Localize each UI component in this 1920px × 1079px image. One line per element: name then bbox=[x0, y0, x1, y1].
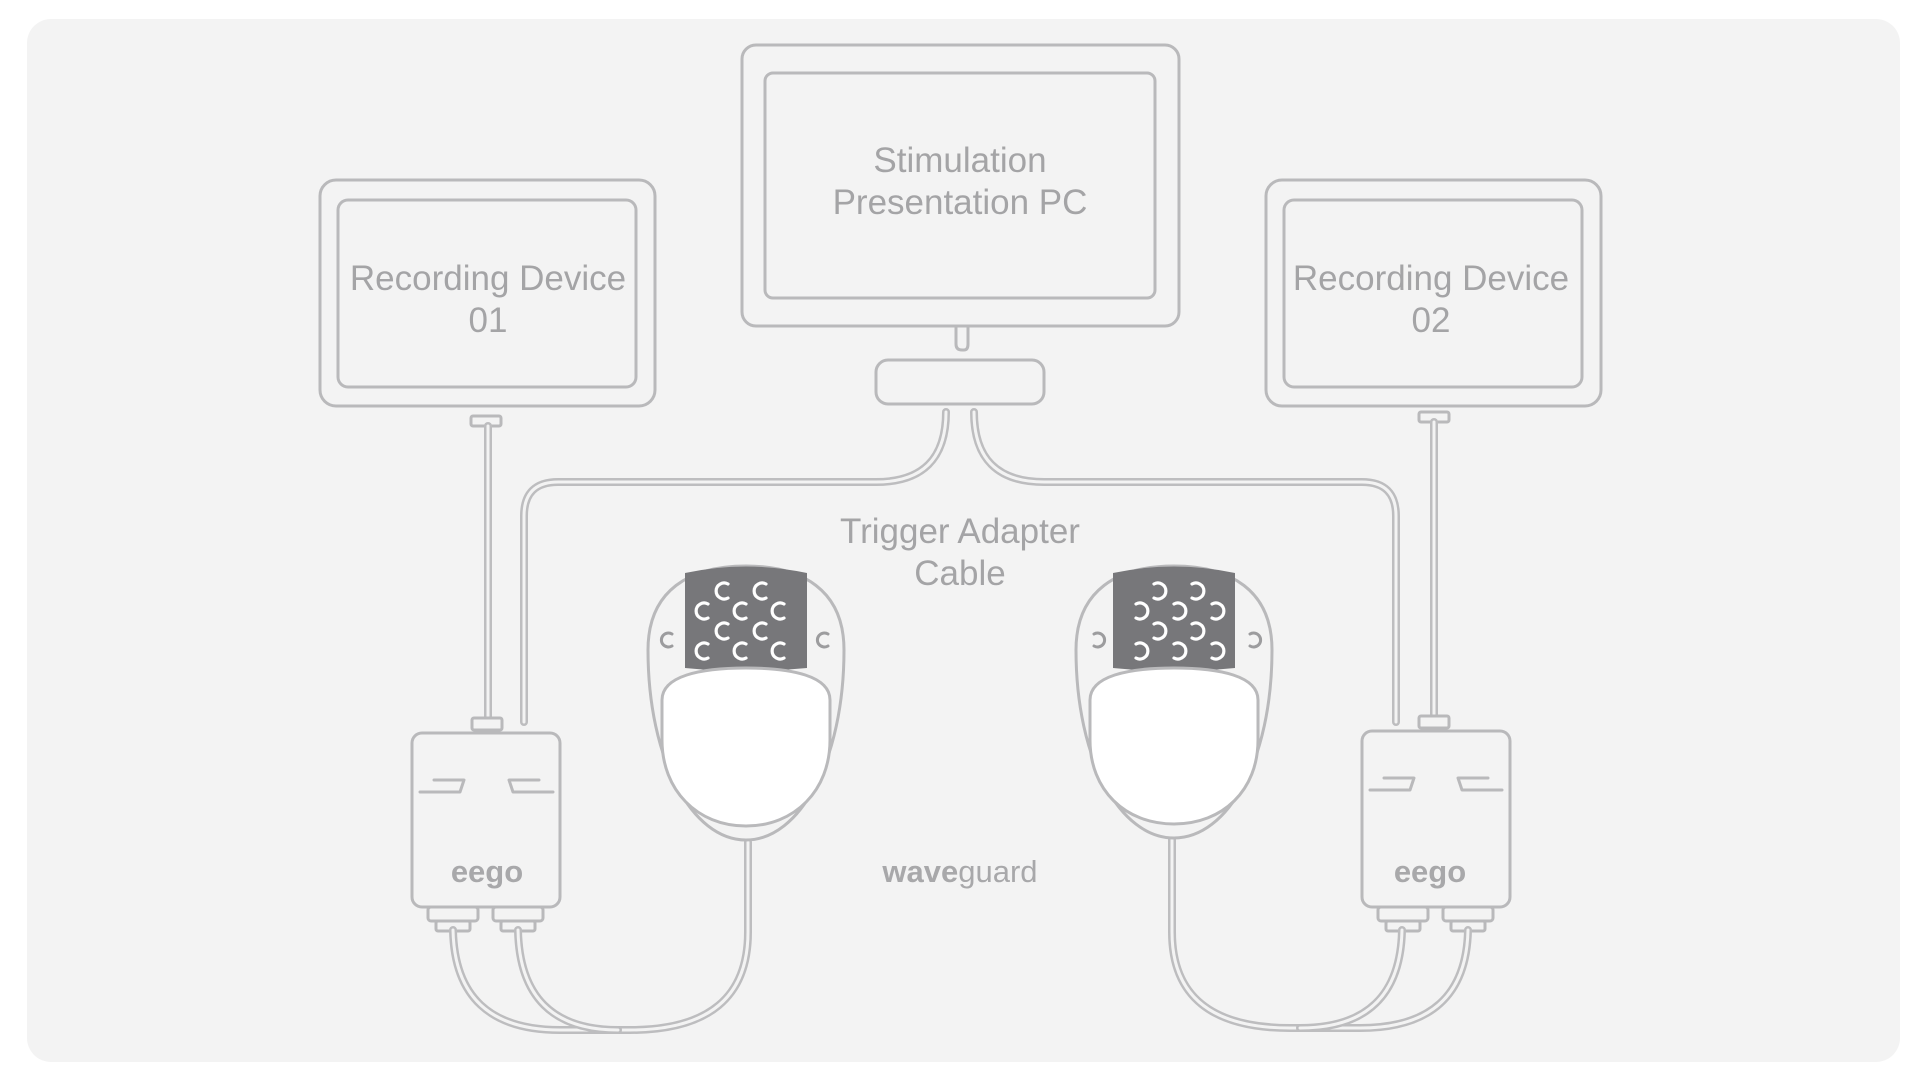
cap-cable-left bbox=[449, 838, 752, 1034]
stimulation-pc-monitor: Stimulation Presentation PC bbox=[740, 43, 1181, 352]
usb-cable-right bbox=[1417, 410, 1451, 730]
waveguard-brand-light: guard bbox=[958, 854, 1037, 889]
device-01-label-line2: 01 bbox=[469, 301, 508, 340]
device-02-label-line2: 02 bbox=[1412, 301, 1451, 340]
device-02-label-line1: Recording Device bbox=[1293, 259, 1569, 298]
eego-amplifier-right: eego bbox=[1360, 729, 1512, 933]
pc-label-line1: Stimulation bbox=[873, 141, 1046, 180]
trigger-cable-left bbox=[520, 408, 950, 726]
pc-label-line2: Presentation PC bbox=[833, 183, 1088, 222]
device-01-label-line1: Recording Device bbox=[350, 259, 626, 298]
eego-amplifier-left: eego bbox=[410, 731, 562, 933]
electrodes-right bbox=[1134, 581, 1226, 661]
trigger-label-line1: Trigger Adapter bbox=[840, 512, 1080, 551]
waveguard-brand-bold: wave bbox=[881, 854, 958, 889]
eego-brand-left: eego bbox=[451, 854, 523, 889]
usb-cable-left bbox=[469, 414, 504, 732]
cap-cable-right bbox=[1168, 834, 1472, 1032]
trigger-cable-right bbox=[970, 408, 1400, 726]
eego-brand-right: eego bbox=[1394, 854, 1466, 889]
trigger-adapter-box bbox=[874, 358, 1046, 406]
recording-device-02: Recording Device 02 bbox=[1264, 178, 1603, 408]
recording-device-01: Recording Device 01 bbox=[318, 178, 657, 408]
eeg-cap-right bbox=[1074, 564, 1274, 840]
electrodes-left bbox=[694, 581, 786, 661]
waveguard-brand: waveguard bbox=[881, 854, 1037, 889]
trigger-label-line2: Cable bbox=[914, 554, 1005, 593]
eeg-cap-left bbox=[646, 564, 846, 842]
